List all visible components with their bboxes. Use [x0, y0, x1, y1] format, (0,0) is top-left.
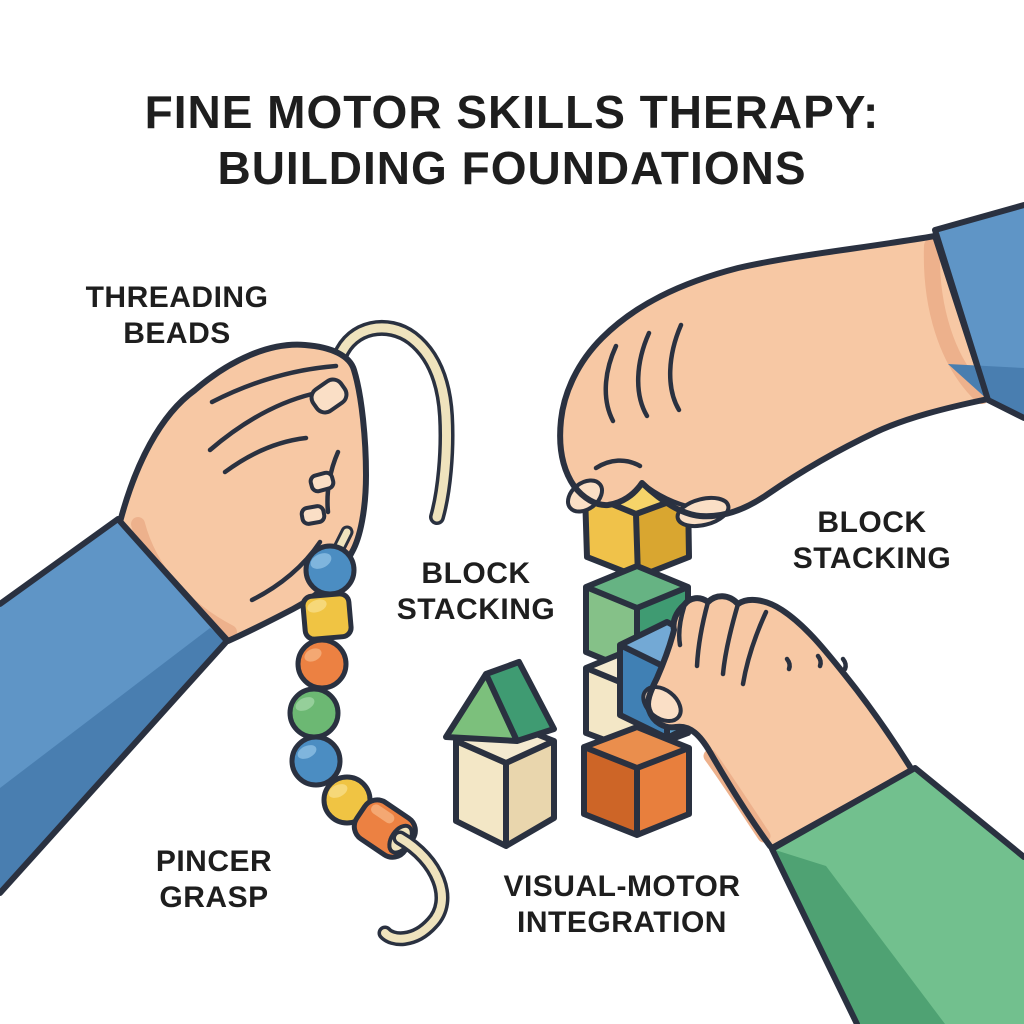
bead-blue-sphere — [303, 543, 357, 597]
house-blocks — [443, 659, 557, 849]
bead-yellow-cube — [300, 591, 354, 642]
label-threading-beads: THREADING BEADS — [86, 280, 269, 352]
left-finger-nail — [299, 504, 327, 526]
pincer-grasp-line-2: GRASP — [159, 881, 269, 914]
title-line-2: BUILDING FOUNDATIONS — [217, 142, 807, 194]
top-right-hand-stacking — [557, 202, 1024, 529]
cube-orange — [581, 724, 692, 838]
block-stacking-right-line-1: BLOCK — [817, 506, 927, 539]
bottom-right-hand-palm — [647, 596, 912, 848]
label-pincer-grasp: PINCER GRASP — [156, 844, 272, 916]
top-right-thumb-nail — [675, 495, 731, 529]
blue-sleeve-left — [0, 516, 230, 896]
block-stacking-center-line-2: STACKING — [396, 593, 556, 626]
label-block-stacking-center: BLOCK STACKING — [397, 556, 555, 628]
cream-cube-base — [453, 719, 557, 849]
label-block-stacking-right: BLOCK STACKING — [793, 505, 951, 577]
left-finger-nail — [308, 470, 336, 494]
green-sleeve — [769, 765, 1024, 1024]
block-stacking-right-line-2: STACKING — [792, 542, 952, 575]
block-stacking-center-line-1: BLOCK — [421, 557, 531, 590]
top-right-hand-palm — [560, 236, 988, 517]
threading-beads-line-1: THREADING — [85, 281, 269, 314]
page-title: FINE MOTOR SKILLS THERAPY: BUILDING FOUN… — [145, 84, 880, 196]
visual-motor-line-1: VISUAL-MOTOR — [503, 870, 741, 903]
title-line-1: FINE MOTOR SKILLS THERAPY: — [144, 86, 880, 138]
label-visual-motor-integration: VISUAL-MOTOR INTEGRATION — [503, 869, 740, 941]
threading-beads-line-2: BEADS — [123, 317, 231, 350]
bead-blue-sphere-2 — [289, 734, 343, 788]
bead-green-sphere — [287, 686, 341, 740]
blue-sleeve-right — [932, 202, 1024, 421]
string-tail — [377, 830, 450, 947]
bead-string — [287, 525, 450, 947]
visual-motor-line-2: INTEGRATION — [517, 906, 727, 939]
bead-orange-sphere — [295, 637, 349, 691]
pincer-grasp-line-1: PINCER — [155, 845, 273, 878]
left-thumb-nail — [309, 377, 349, 415]
green-triangle-roof — [443, 659, 557, 744]
bottom-right-hand-placing — [641, 593, 1024, 1024]
left-thumb — [207, 391, 315, 453]
